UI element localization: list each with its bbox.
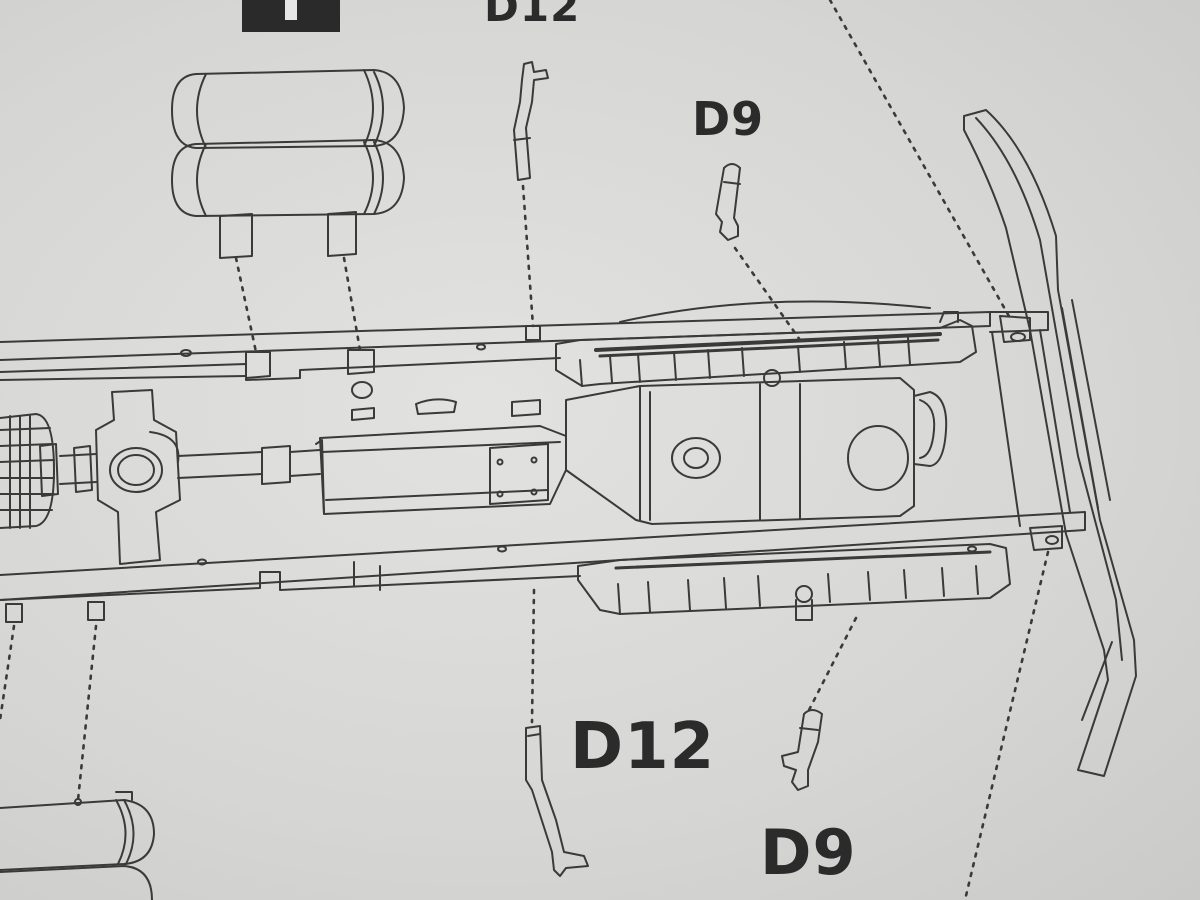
callout-d12-top: D12	[484, 0, 581, 31]
callout-d12-bottom: D12	[570, 710, 716, 784]
chassis-frame-rails	[0, 311, 1086, 601]
air-tank-pair-top	[171, 69, 405, 259]
step-number-glyph	[285, 0, 297, 20]
fuel-tank	[565, 377, 948, 525]
part-d9-top	[715, 163, 741, 241]
lower-leaf-spring	[577, 543, 1011, 621]
part-d9-bottom	[781, 709, 823, 791]
step-number-badge	[242, 0, 340, 32]
upper-leaf-spring	[555, 300, 977, 387]
air-tank-pair-bottom	[0, 791, 155, 900]
assembly-guide-lines	[0, 0, 1050, 900]
rear-bumper-bar	[963, 109, 1137, 777]
callout-d9-top: D9	[692, 92, 765, 146]
callout-d9-bottom: D9	[760, 816, 857, 889]
part-d12-bottom	[525, 725, 589, 877]
front-cross-member	[39, 389, 181, 565]
cooling-fan-drum	[0, 413, 55, 529]
lower-left-mount-studs	[5, 601, 105, 623]
part-d12-top	[513, 61, 549, 181]
transmission-driveshaft	[177, 381, 567, 515]
